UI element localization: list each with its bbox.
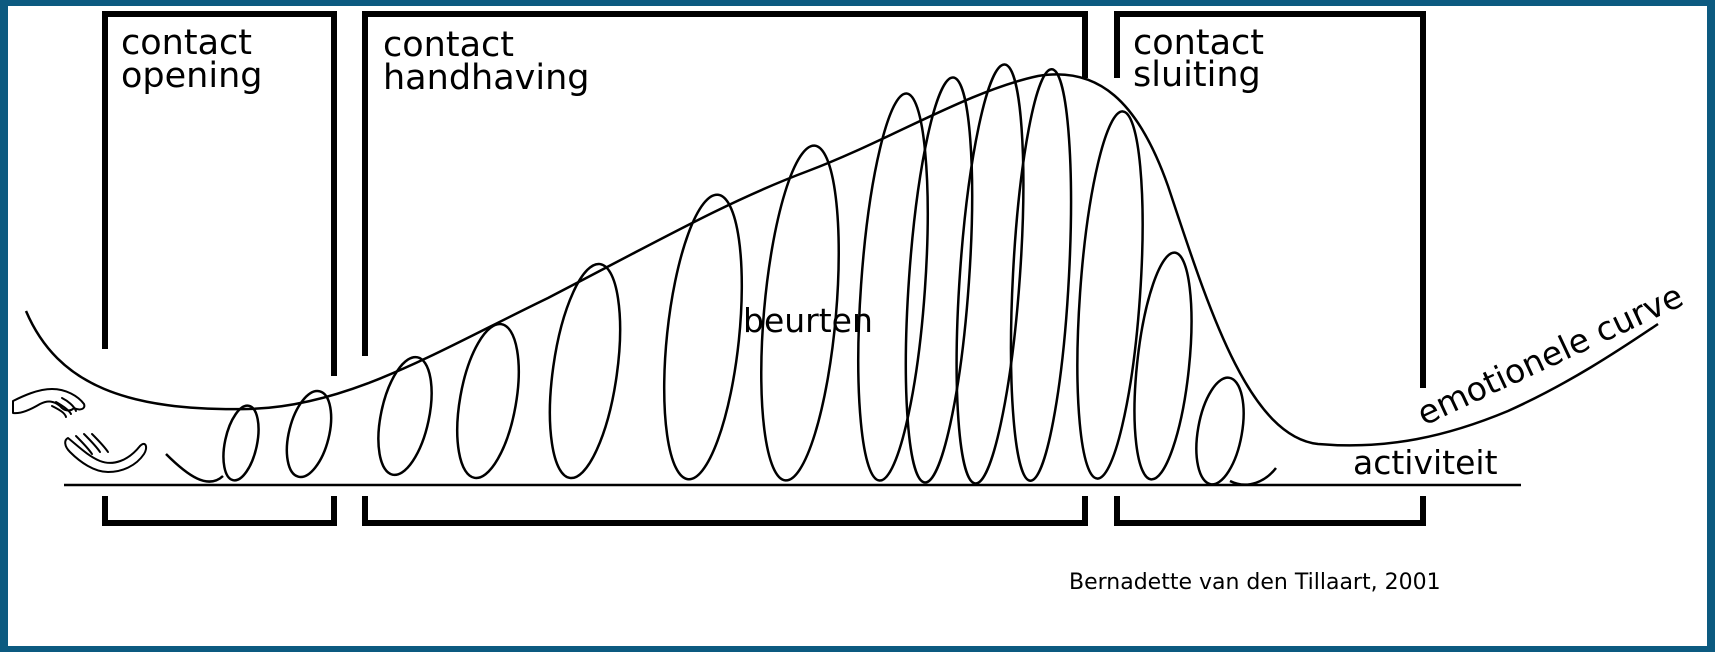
turn-loop	[222, 404, 260, 482]
turn-loop	[955, 63, 1025, 485]
bracket-handhaving-bottom	[362, 496, 1088, 526]
turn-loop	[1195, 376, 1245, 486]
loop-tail	[1229, 467, 1277, 486]
turn-loop	[760, 144, 840, 482]
turn-loop	[377, 355, 433, 477]
phase-handhaving-title: contact	[383, 25, 514, 65]
phase-opening-subtitle: opening	[121, 56, 262, 96]
conversation-phase-diagram: contact opening contact handhaving conta…	[12, 11, 1689, 595]
bracket-sluiting-top	[1114, 11, 1426, 388]
turn-loop	[548, 262, 622, 480]
emotional-curve-label: emotionele curve	[1411, 276, 1689, 433]
phase-handhaving-subtitle: handhaving	[383, 58, 590, 98]
bracket-sluiting-bottom	[1114, 496, 1426, 526]
turn-loop	[1076, 110, 1144, 480]
bracket-handhaving-top	[362, 11, 1088, 356]
activity-label: activiteit	[1353, 443, 1498, 482]
turn-loop	[1009, 68, 1073, 482]
phase-brackets	[102, 11, 1426, 526]
phase-sluiting-title: contact	[1133, 23, 1264, 63]
open-hand-icon	[64, 433, 148, 473]
turn-loop	[662, 193, 744, 481]
reaching-hand-icon	[12, 388, 86, 418]
turns-label: beurten	[743, 301, 873, 340]
turn-loop	[456, 322, 520, 480]
turn-loop	[285, 389, 333, 479]
loop-lead-in	[165, 453, 224, 483]
diagram-frame: contact opening contact handhaving conta…	[8, 6, 1707, 646]
phase-opening-title: contact	[121, 23, 252, 63]
turn-loop	[904, 76, 974, 484]
bracket-opening-bottom	[102, 496, 337, 526]
phase-sluiting-subtitle: sluiting	[1133, 55, 1261, 95]
turn-loops	[165, 63, 1277, 486]
credit-text: Bernadette van den Tillaart, 2001	[1069, 570, 1441, 595]
emotional-curve	[24, 73, 1659, 447]
turn-loop	[857, 92, 929, 482]
turn-loop	[1133, 251, 1193, 481]
bracket-opening-top	[102, 11, 337, 376]
